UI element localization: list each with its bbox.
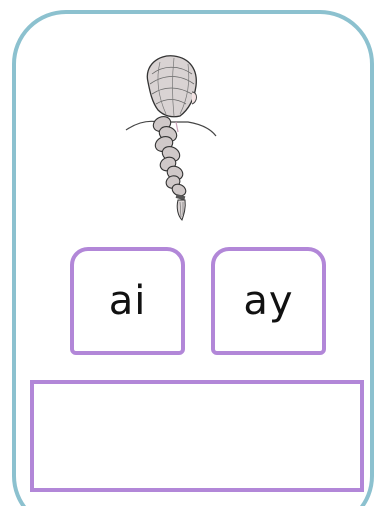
answer-drop-box[interactable] <box>30 380 364 492</box>
choice-label: ay <box>243 278 294 324</box>
braided-hair-icon <box>125 55 217 221</box>
choice-label: ai <box>108 278 147 324</box>
choice-ai-button[interactable]: ai <box>70 247 185 355</box>
choice-ay-button[interactable]: ay <box>211 247 326 355</box>
